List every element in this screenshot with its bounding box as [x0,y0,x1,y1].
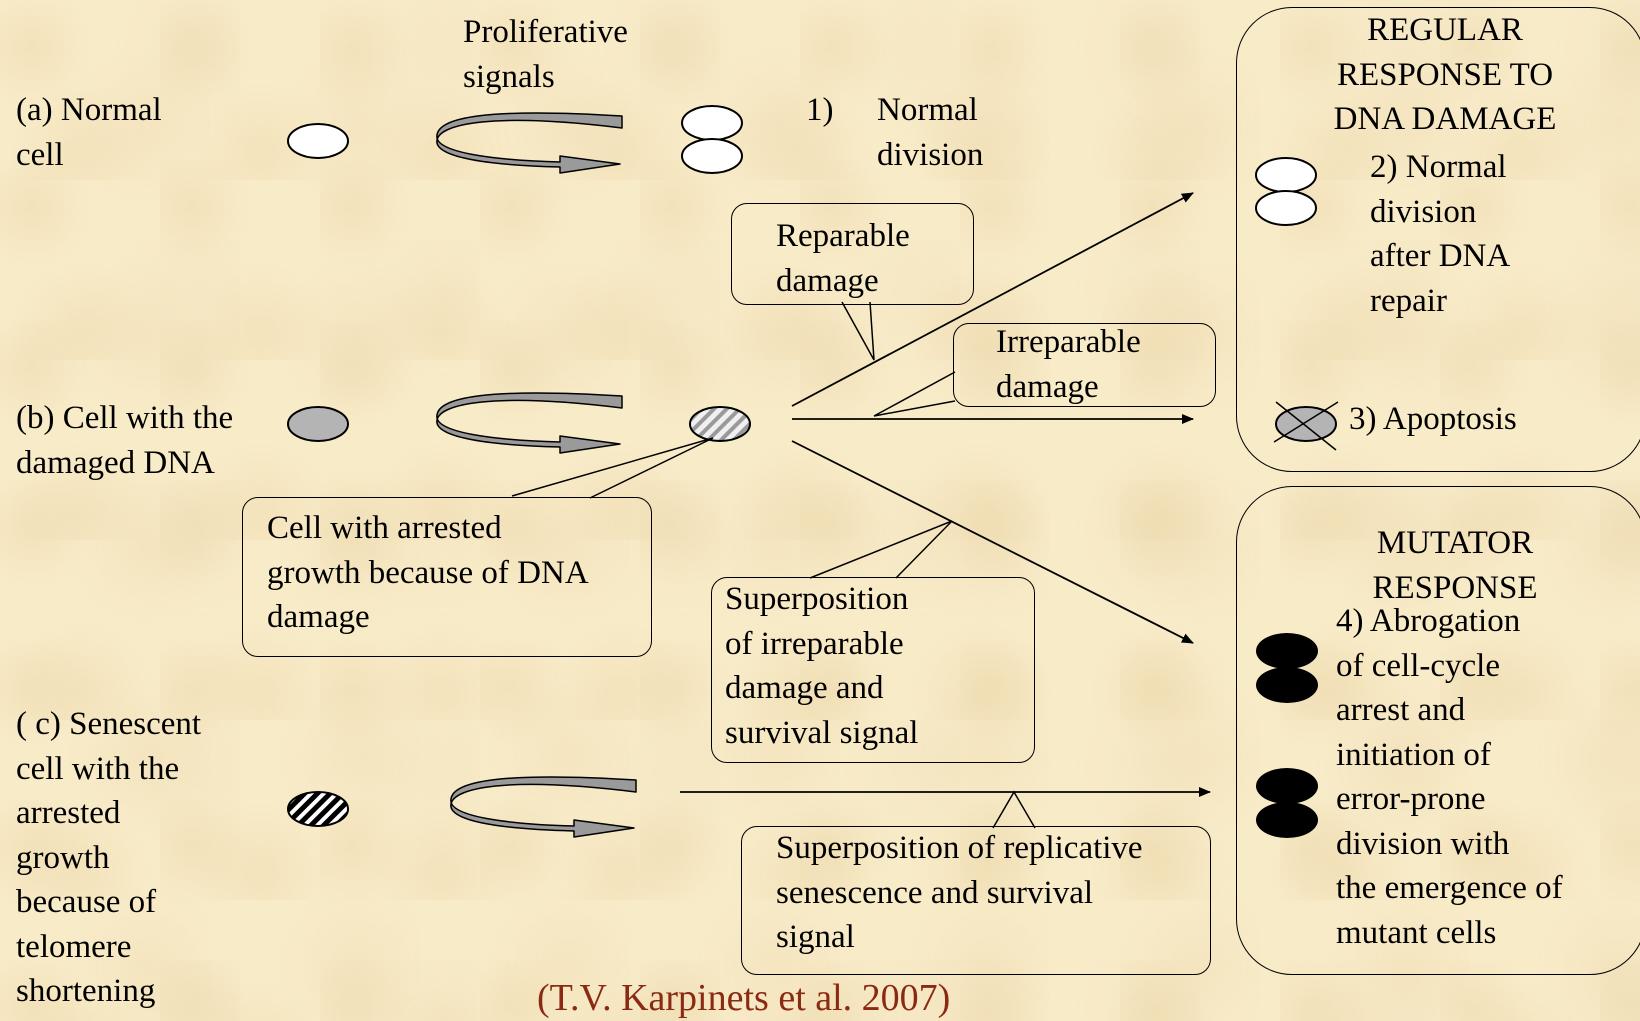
callout-pointer-arrested [511,437,714,499]
callout-box-irreparable [953,323,1216,407]
mutant-division-cells-icon-lower [1256,768,1318,838]
proliferation-curved-arrow-icon-c [450,776,637,838]
callout-pointer-superposition-replicative [992,790,1036,829]
callout-box-reparable [731,203,974,305]
proliferation-curved-arrow-icon-b [436,392,623,454]
damaged-dna-cell-icon [287,406,349,442]
normal-division-cells-icon [681,105,743,174]
callout-pointer-irreparable [873,371,956,417]
callout-pointer-superposition-irreparable [809,520,953,579]
callout-box-superposition-irreparable [711,577,1035,763]
proliferation-curved-arrow-icon-a [436,112,623,174]
callout-box-arrested [242,497,652,657]
repaired-division-cells-icon [1255,157,1317,226]
arrow-to-mutator [791,440,1194,644]
senescent-cell-icon [287,791,349,827]
outcome-3-label: 3) Apoptosis [1349,401,1517,437]
arrested-cell-icon [689,406,751,442]
mutant-division-cells-icon-upper [1256,633,1318,703]
normal-cell-icon [287,123,349,159]
callout-pointer-reparable [841,301,875,361]
arrow-to-repair [791,192,1194,407]
outcome-1-number: 1) [806,92,834,128]
mutator-response-panel [1236,486,1640,975]
callout-box-superposition-replicative [741,826,1211,975]
citation: (T.V. Karpinets et al. 2007) [537,977,951,1019]
regular-response-panel [1236,7,1640,472]
